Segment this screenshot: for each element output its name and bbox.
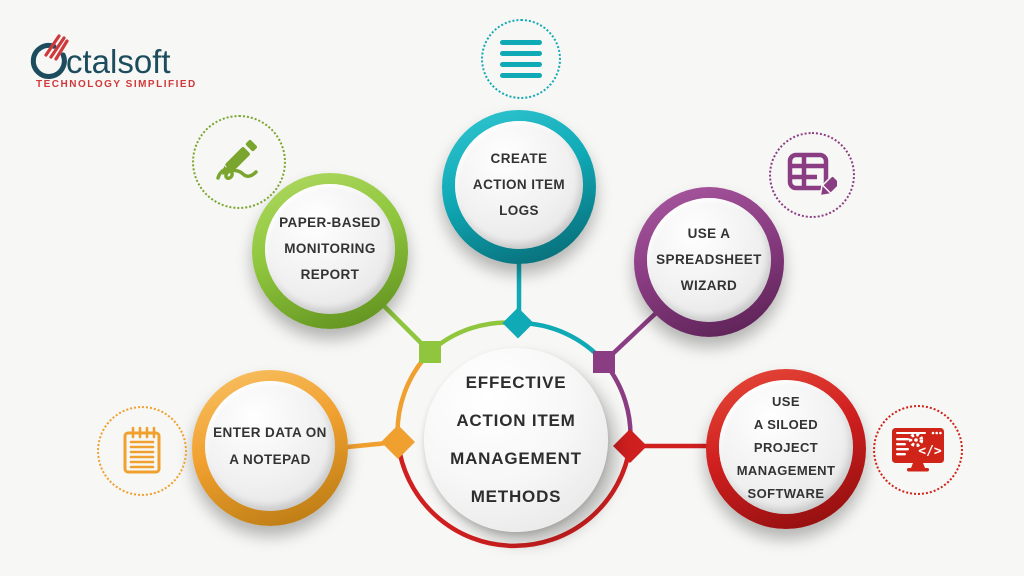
notepad-icon-badge: [97, 406, 187, 496]
list-lines-icon: [500, 40, 542, 78]
central-title-label: EFFECTIVE ACTION ITEM MANAGEMENT METHODS: [450, 373, 582, 506]
logo-o-glyph: [30, 43, 67, 79]
spreadsheet-edit-icon: [787, 152, 837, 197]
node-paper-based-monitoring-report: PAPER-BASED MONITORING REPORT: [252, 173, 408, 329]
junction-diamond-orange: [381, 425, 415, 459]
junction-diamond-red: [613, 429, 647, 463]
node-label: ENTER DATA ON A NOTEPAD: [213, 425, 327, 467]
node-use-a-spreadsheet-wizard: USE A SPREADSHEET WIZARD: [634, 187, 784, 337]
node-label: USE A SILOED PROJECT MANAGEMENT SOFTWARE: [736, 393, 836, 501]
junction-diamond-teal: [502, 307, 534, 339]
node-label: CREATE ACTION ITEM LOGS: [472, 151, 566, 218]
node-label: PAPER-BASED MONITORING REPORT: [279, 215, 381, 282]
octalsoft-logo: ctalsoft TECHNOLOGY SIMPLIFIED: [28, 30, 228, 92]
node-inner: ENTER DATA ON A NOTEPAD: [205, 381, 335, 511]
junction-square-green: [419, 341, 441, 363]
notepad-icon: [123, 426, 161, 474]
logo-tagline: TECHNOLOGY SIMPLIFIED: [36, 79, 197, 90]
node-create-action-item-logs: CREATE ACTION ITEM LOGS: [442, 110, 596, 264]
node-use-a-siloed-project-management-software: USE A SILOED PROJECT MANAGEMENT SOFTWARE: [706, 369, 866, 529]
node-inner: USE A SILOED PROJECT MANAGEMENT SOFTWARE: [719, 380, 853, 514]
node-label: USE A SPREADSHEET WIZARD: [656, 226, 762, 293]
logo-wordmark: ctalsoft: [66, 43, 171, 80]
node-enter-data-on-a-notepad: ENTER DATA ON A NOTEPAD: [192, 370, 348, 526]
node-central-title: EFFECTIVE ACTION ITEM MANAGEMENT METHODS: [424, 348, 608, 532]
spreadsheet-edit-icon-badge: [769, 132, 855, 218]
node-inner: USE A SPREADSHEET WIZARD: [647, 198, 771, 322]
logo-slashes-icon: [44, 34, 69, 61]
junction-square-purple: [593, 351, 615, 373]
arc-green: [427, 320, 521, 355]
octalsoft-logo-graphic: ctalsoft TECHNOLOGY SIMPLIFIED: [30, 34, 197, 90]
list-lines-icon-badge: [481, 19, 561, 99]
pencil-scribble-icon: [216, 140, 258, 180]
pencil-scribble-icon-badge: [192, 115, 286, 209]
svg-text:</>: </>: [918, 444, 942, 459]
arc-red: [395, 439, 633, 549]
node-inner: PAPER-BASED MONITORING REPORT: [265, 184, 395, 314]
node-inner: CREATE ACTION ITEM LOGS: [455, 121, 583, 249]
code-monitor-icon: </>: [892, 428, 944, 472]
code-monitor-icon-badge: </>: [873, 405, 963, 495]
